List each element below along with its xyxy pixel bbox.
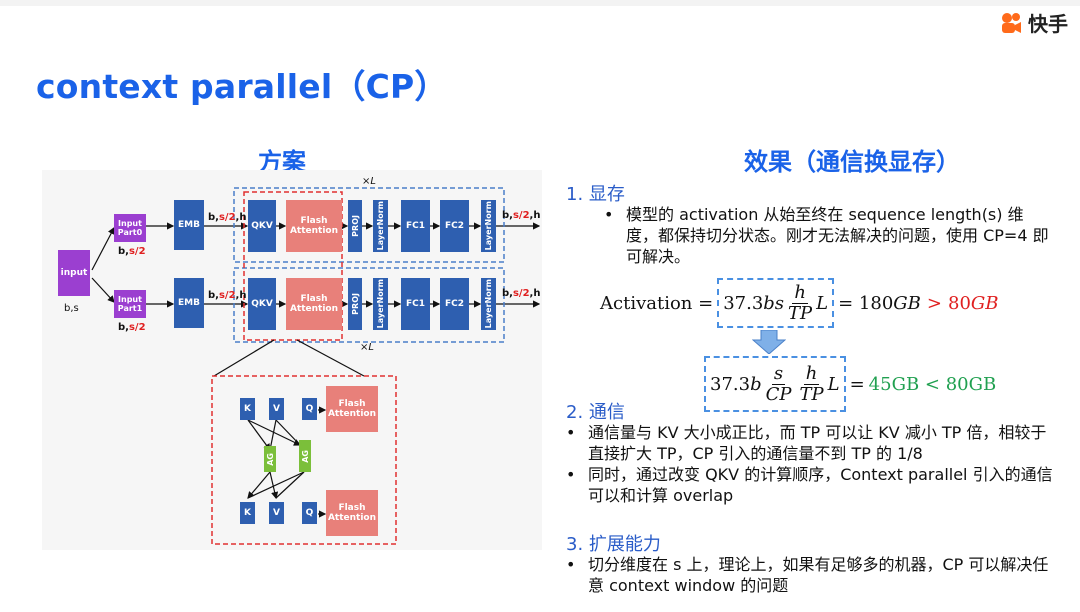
layernorm-block-1b: LayerNorm <box>481 278 496 330</box>
k-block-top: K <box>240 398 255 420</box>
cp-diagram: input b,s Input Part0 b,s/2 Input Part1 … <box>42 170 542 550</box>
section-2-bullet-1: •同时，通过改变 QKV 的计算顺序，Context parallel 引入的通… <box>566 465 1053 505</box>
layernorm-block-0b: LayerNorm <box>481 200 496 252</box>
times-l-top: ×L <box>362 176 376 187</box>
times-l-bottom: ×L <box>360 342 374 353</box>
kuaishou-logo: 快手 <box>998 8 1068 37</box>
logo-text: 快手 <box>1028 12 1068 36</box>
ag-block-1: AG <box>299 440 311 472</box>
fc1-block-1: FC1 <box>401 278 430 330</box>
k-block-bottom: K <box>240 502 255 524</box>
v-block-top: V <box>269 398 284 420</box>
section-1-bullet: • 模型的 activation 从始至终在 sequence length(s… <box>604 205 1049 266</box>
out-dims-0: b,s/2,h <box>502 210 541 221</box>
input-dims: b,s <box>64 303 79 314</box>
emb-block-1: EMB <box>174 278 204 328</box>
section-2-bullet-0: •通信量与 KV 大小成正比，而 TP 可以让 KV 减小 TP 倍，相较于直接… <box>566 423 1047 463</box>
input-part0-block: Input Part0 <box>114 214 146 242</box>
section-2-bullets: •通信量与 KV 大小成正比，而 TP 可以让 KV 减小 TP 倍，相较于直接… <box>566 422 1056 506</box>
down-arrow-icon <box>752 330 786 354</box>
kuaishou-logo-icon <box>1002 12 1021 33</box>
input-part1-block: Input Part1 <box>114 290 146 318</box>
flash-attention-block-0: Flash Attention <box>286 200 342 252</box>
top-bar <box>0 0 1080 6</box>
flash-attention-block-1: Flash Attention <box>286 278 342 330</box>
diagram-lines <box>91 187 541 545</box>
proj-block-1: PROJ <box>348 278 362 330</box>
out-dims-1: b,s/2,h <box>502 288 541 299</box>
ag-block-0: AG <box>264 446 276 472</box>
right-heading: 效果（通信换显存） <box>744 148 960 176</box>
section-2-title: 2. 通信 <box>566 402 625 423</box>
zoom-flash-attention-top: Flash Attention <box>326 386 378 432</box>
emb-block-0: EMB <box>174 200 204 250</box>
layernorm-block-1a: LayerNorm <box>373 278 388 330</box>
part0-dims: b,s/2 <box>118 246 146 257</box>
section-3-bullet: •切分维度在 s 上，理论上，如果有足够多的机器，CP 可以解决任意 conte… <box>566 555 1049 595</box>
section-1-title: 1. 显存 <box>566 184 625 205</box>
zoom-flash-attention-bottom: Flash Attention <box>326 490 378 536</box>
fc2-block-0: FC2 <box>440 200 469 252</box>
page-title: context parallel（CP） <box>36 67 448 106</box>
input-block: input <box>58 250 90 296</box>
layernorm-block-0a: LayerNorm <box>373 200 388 252</box>
proj-block-0: PROJ <box>348 200 362 252</box>
emb-out-dims-1: b,s/2,h <box>208 290 247 301</box>
part1-dims: b,s/2 <box>118 322 146 333</box>
q-block-bottom: Q <box>302 502 317 524</box>
qkv-block-0: QKV <box>248 200 276 252</box>
emb-out-dims-0: b,s/2,h <box>208 212 247 223</box>
qkv-block-1: QKV <box>248 278 276 330</box>
section-3-title: 3. 扩展能力 <box>566 534 661 555</box>
q-block-top: Q <box>302 398 317 420</box>
v-block-bottom: V <box>269 502 284 524</box>
fc1-block-0: FC1 <box>401 200 430 252</box>
fc2-block-1: FC2 <box>440 278 469 330</box>
